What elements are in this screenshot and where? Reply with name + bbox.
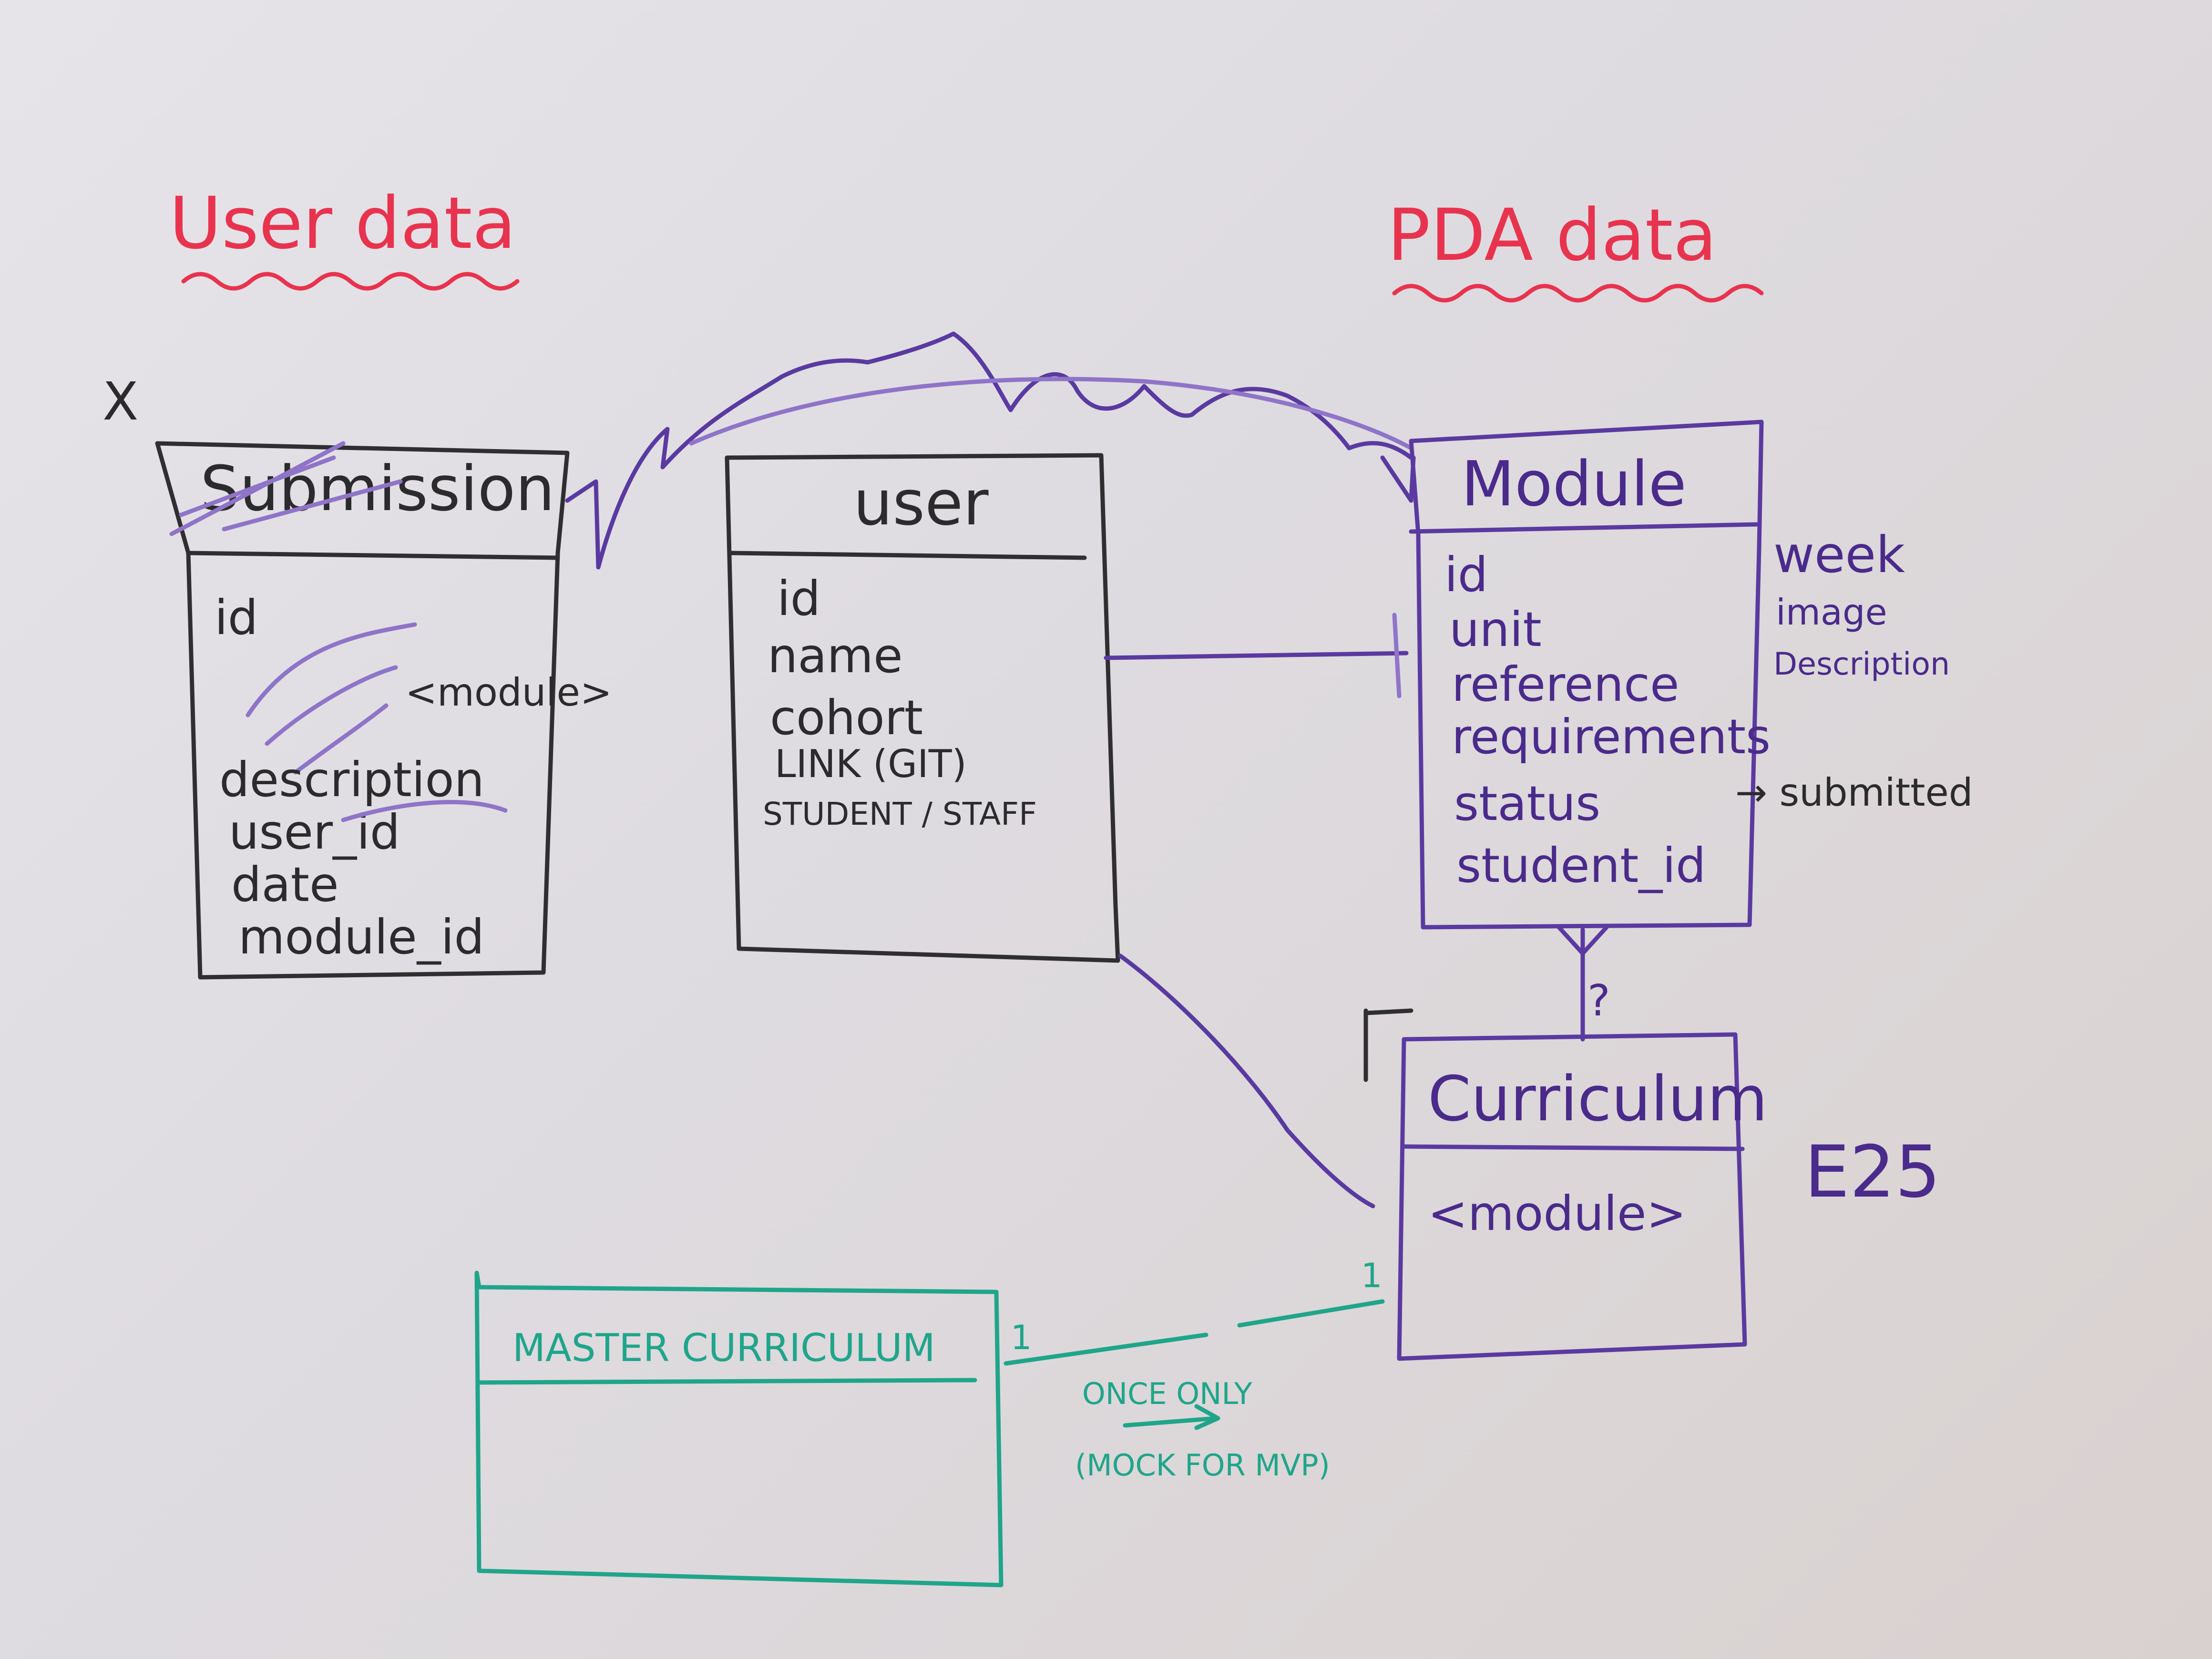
submission-module-scribble-line (565, 331, 1413, 570)
module-curriculum-question: ? (1587, 976, 1610, 1026)
module-note-week: week (1773, 526, 1905, 584)
entity-module: Module id unit reference requirements st… (1380, 420, 1771, 930)
submission-field-scribble (246, 622, 417, 775)
curriculum-box (1397, 1032, 1747, 1361)
heading-user-data-text: User data (169, 182, 516, 265)
relation-user-module (1104, 613, 1409, 698)
user-title: user (853, 467, 989, 539)
user-field-id: id (777, 571, 820, 626)
module-note-image: image (1776, 591, 1887, 633)
user-field-name: name (768, 628, 903, 684)
heading-user-data: User data (169, 182, 520, 291)
master-curriculum-divider (477, 1378, 977, 1385)
relation-module-curriculum: ? (1557, 925, 1610, 1042)
module-field-unit: unit (1449, 602, 1542, 657)
user-field-student-staff: STUDENT / STAFF (763, 796, 1037, 832)
user-divider (729, 551, 1087, 560)
mock-for-mvp-note: (MOCK FOR MVP) (1075, 1448, 1330, 1483)
user-module-line (1104, 651, 1409, 660)
master-curriculum-box (474, 1270, 1004, 1587)
submission-field-id: id (215, 590, 258, 645)
module-field-requirements: requirements (1452, 709, 1771, 765)
module-title: Module (1461, 448, 1687, 520)
curriculum-field-module: <module> (1428, 1186, 1686, 1241)
status-submitted-note: → submitted (1735, 770, 1973, 815)
heading-pda-data: PDA data (1387, 194, 1764, 303)
submission-field-date: date (231, 857, 339, 912)
submission-field-module-id: module_id (238, 909, 484, 965)
entity-user: user id name cohort LINK (GIT) STUDENT /… (725, 453, 1120, 963)
submission-description-scribble (341, 800, 508, 822)
entity-submission: Submission id <module> description user_… (155, 441, 612, 980)
user-curriculum-line (1118, 953, 1375, 1208)
module-field-id: id (1444, 547, 1488, 603)
submission-module-arc (689, 377, 1413, 451)
module-curriculum-line (1557, 925, 1609, 1042)
user-box (725, 453, 1120, 963)
once-only-arrow (1123, 1404, 1220, 1430)
module-box (1409, 420, 1764, 930)
submission-field-module: <module> (405, 670, 612, 715)
submission-title-scribble (169, 441, 403, 536)
entity-master-curriculum: MASTER CURRICULUM (474, 1270, 1004, 1587)
relation-master-curriculum: 1 1 ONCE ONLY (MOCK FOR MVP) (1004, 1256, 1385, 1483)
module-field-student-id: student_id (1456, 838, 1706, 893)
module-field-reference: reference (1452, 656, 1679, 712)
user-module-tick (1392, 613, 1402, 698)
module-note-description: Description (1773, 646, 1950, 682)
x-mark: X (102, 371, 138, 432)
once-only-note: ONCE ONLY (1082, 1376, 1252, 1411)
module-notes: week image Description → submitted (1735, 526, 1973, 815)
heading-user-data-underline (181, 272, 520, 291)
curriculum-title: Curriculum (1428, 1063, 1768, 1135)
module-divider (1409, 522, 1759, 534)
submission-divider (186, 551, 560, 560)
user-field-cohort: cohort (770, 690, 923, 746)
heading-pda-data-text: PDA data (1387, 194, 1717, 277)
user-field-link: LINK (GIT) (775, 742, 967, 786)
corner-bracket (1363, 1008, 1413, 1082)
entity-curriculum: Curriculum <module> (1397, 1032, 1768, 1361)
master-curriculum-title: MASTER CURRICULUM (512, 1326, 935, 1370)
module-crowfoot (1380, 455, 1416, 503)
master-curriculum-line (1004, 1299, 1385, 1366)
e25-label: E25 (1804, 1131, 1941, 1214)
master-cardinality-right: 1 (1361, 1256, 1382, 1295)
curriculum-divider (1402, 1144, 1745, 1151)
heading-pda-data-underline (1392, 284, 1764, 303)
submission-field-description: description (219, 752, 484, 808)
master-cardinality-left: 1 (1011, 1318, 1032, 1357)
module-field-status: status (1454, 776, 1600, 831)
